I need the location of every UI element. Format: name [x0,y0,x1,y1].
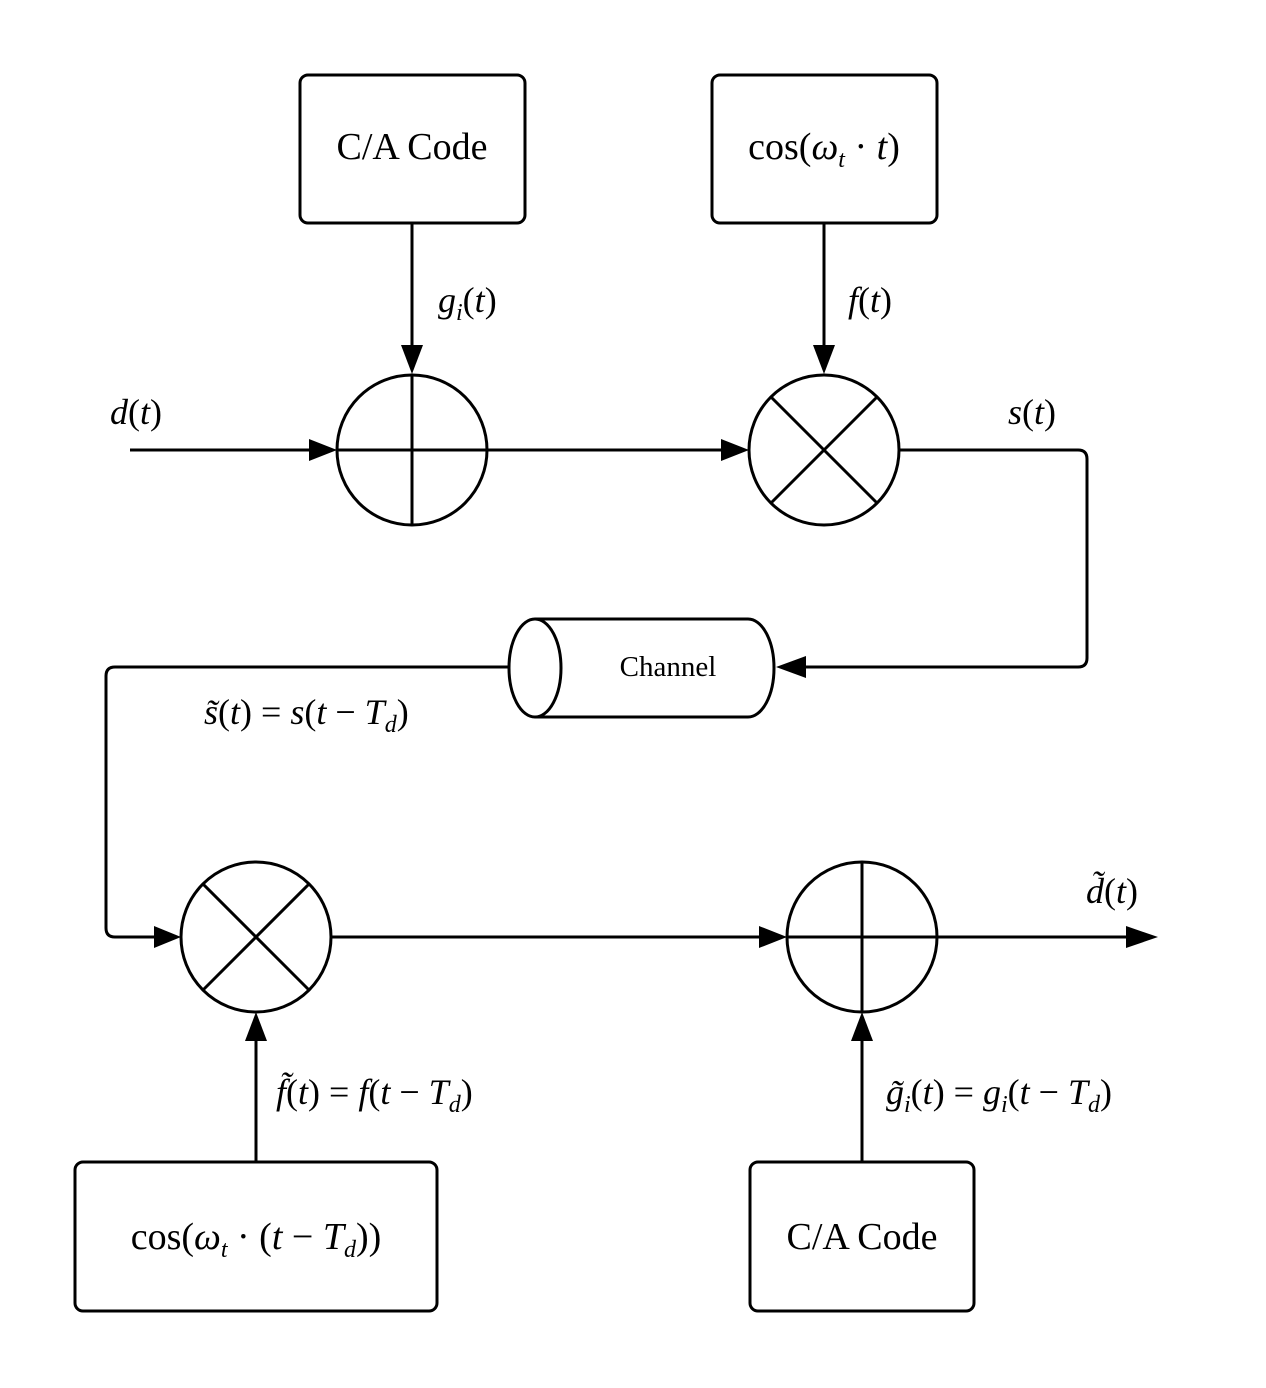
f-arrowhead [813,345,835,374]
s-label: s(t) [1008,392,1056,432]
s-tilde-arrowhead [154,926,181,948]
ca-code-bottom-block: C/A Code [748,1160,976,1313]
channel-cylinder: Channel [507,617,776,719]
s-output-path [800,448,1089,669]
carrier-bottom-label: cos(ωt · (t − Td)) [131,1216,382,1263]
carrier-bottom-block: cos(ωt · (t − Td)) [73,1160,439,1313]
s-tilde-path [104,665,509,939]
carrier-top-block: cos(ωt · t) [710,73,939,225]
f-tilde-label: f̃(t) = f(t − Td) [276,1071,473,1118]
mixer-to-adder-arrowhead [759,926,787,948]
d-arrowhead [309,439,337,461]
g-tilde-arrowhead [851,1012,873,1041]
d-tilde-arrowhead [1126,926,1158,948]
g-label: gi(t) [438,280,497,326]
d-tilde-label: d̃(t) [1086,871,1138,911]
mixer-bottom [179,860,333,1014]
ca-code-bottom-label: C/A Code [787,1216,938,1258]
s-arrowhead [776,656,806,678]
f-label: f(t) [848,280,892,320]
adder-to-mixer-arrowhead [721,439,749,461]
mixer-top [747,373,901,527]
adder-bottom [785,860,939,1014]
ca-code-top-label: C/A Code [337,126,488,168]
ca-code-top-block: C/A Code [298,73,527,225]
d-label: d(t) [110,392,162,432]
adder-top [335,373,489,527]
g-tilde-label: g̃i(t) = gi(t − Td) [886,1072,1112,1118]
channel-label: Channel [620,651,717,683]
carrier-top-label: cos(ωt · t) [748,126,900,173]
s-tilde-label: s̃(t) = s(t − Td) [204,692,409,738]
f-tilde-arrowhead [245,1012,267,1041]
g-arrowhead [401,345,423,374]
